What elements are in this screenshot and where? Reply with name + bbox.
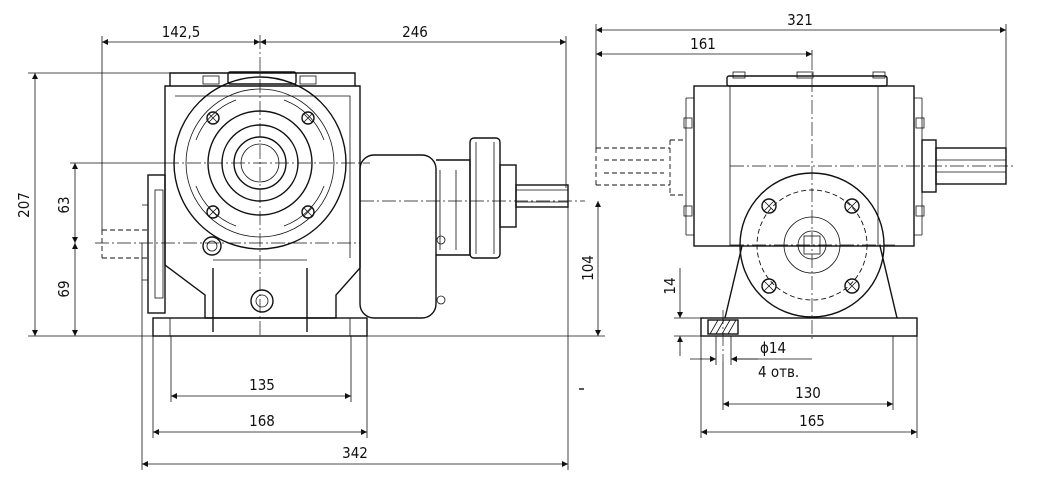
dim-104: 104 <box>579 255 597 281</box>
front-housing <box>164 85 361 319</box>
dim-321: 321 <box>787 11 813 29</box>
side-flange-bolts <box>761 198 860 294</box>
side-view-dimensions: 321 161 14 ϕ14 4 отв. 130 165 <box>595 11 1007 438</box>
dim-165: 165 <box>799 412 825 430</box>
side-view <box>595 56 1015 362</box>
side-leg-right <box>879 245 898 319</box>
front-input-shaft <box>515 184 569 208</box>
side-top-cover <box>726 75 888 87</box>
dim-142-5: 142,5 <box>162 23 201 41</box>
front-flange-bolts <box>206 111 315 219</box>
front-top-bolt-right <box>299 75 317 85</box>
front-top-bolt-left <box>202 75 220 85</box>
front-lower-plug <box>250 289 274 313</box>
dim-342: 342 <box>342 444 368 462</box>
dim-135: 135 <box>249 376 275 394</box>
front-motor-flange <box>469 137 501 259</box>
dim-207: 207 <box>15 192 33 218</box>
dim-63: 63 <box>55 196 73 213</box>
front-view <box>95 35 585 337</box>
front-motor-body <box>359 154 437 319</box>
dim-hole-count: 4 отв. <box>758 363 799 381</box>
side-leg-left <box>724 245 743 319</box>
dim-168: 168 <box>249 412 275 430</box>
dim-161: 161 <box>690 35 716 53</box>
side-base <box>700 317 918 337</box>
side-hidden-shaft <box>595 139 686 196</box>
front-motor-hub <box>499 164 517 228</box>
dim-130: 130 <box>795 384 821 402</box>
front-drain-plug <box>202 236 222 256</box>
dim-14: 14 <box>661 277 679 294</box>
dim-246: 246 <box>402 23 428 41</box>
front-left-cover <box>147 174 166 314</box>
front-top-boss <box>227 71 297 85</box>
front-view-dimensions: 142,5 246 207 63 69 104 135 168 342 <box>15 23 605 470</box>
front-hidden-shaft <box>101 229 148 259</box>
front-top-cover <box>169 72 356 86</box>
dim-hole-diameter: ϕ14 <box>760 339 786 357</box>
dim-69: 69 <box>55 280 73 297</box>
